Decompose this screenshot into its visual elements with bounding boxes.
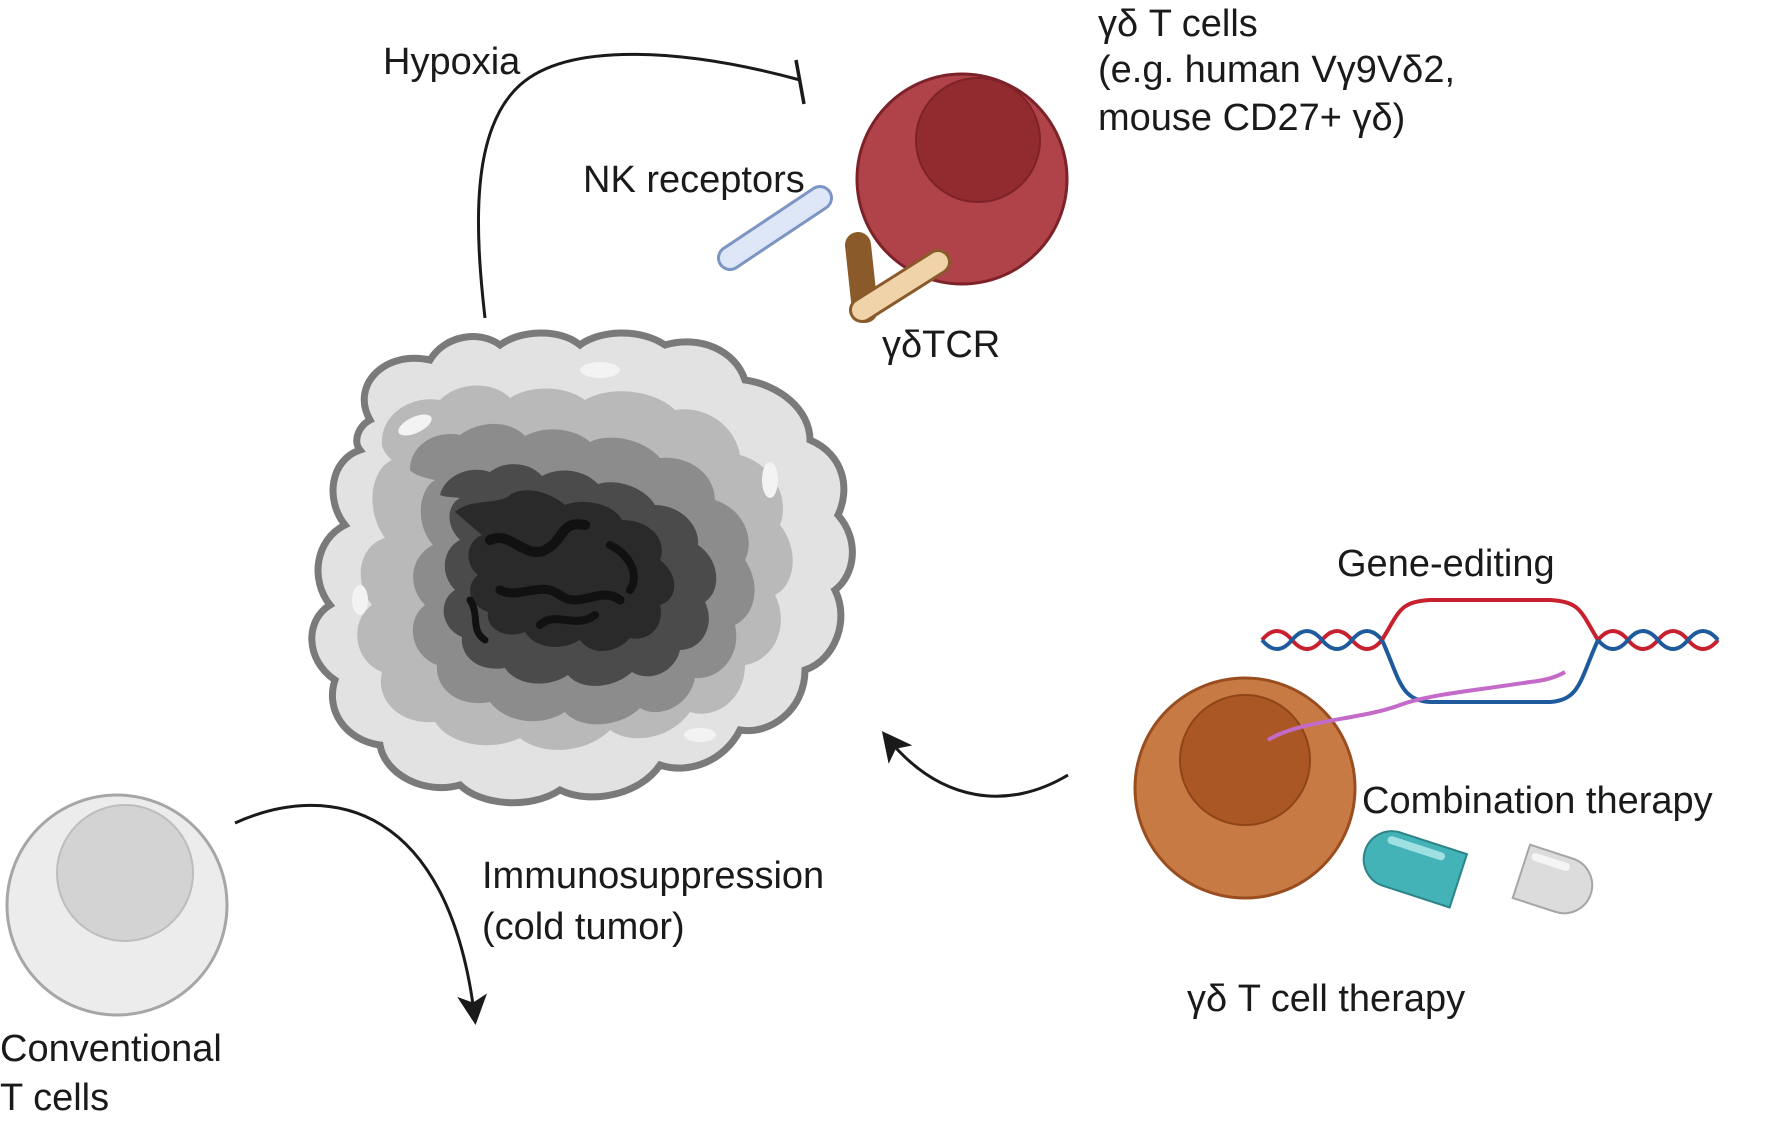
tumor-icon bbox=[308, 329, 856, 807]
gd-t-cells-label: γδ T cells bbox=[1098, 3, 1258, 45]
conventional-line1: Conventional bbox=[0, 1028, 222, 1070]
combination-therapy-label: Combination therapy bbox=[1362, 780, 1713, 822]
hypoxia-inhibition-arrow bbox=[476, 52, 806, 319]
gd-t-cell-icon bbox=[855, 72, 1069, 286]
nk-receptor-icon bbox=[717, 185, 833, 271]
nk-receptors-label: NK receptors bbox=[583, 159, 805, 201]
conventional-t-cell-icon bbox=[5, 793, 229, 1017]
immunosuppression-arrow bbox=[234, 803, 487, 1025]
immunosuppression-line1: Immunosuppression bbox=[482, 855, 825, 897]
therapy-gd-t-cell-icon bbox=[1133, 676, 1357, 900]
gd-example-line1: (e.g. human Vγ9Vδ2, bbox=[1098, 49, 1456, 91]
therapy-to-tumor-arrow bbox=[881, 731, 1069, 798]
gene-editing-label: Gene-editing bbox=[1337, 543, 1555, 585]
capsule-icon bbox=[1362, 830, 1594, 915]
gd-t-cell-therapy-label: γδ T cell therapy bbox=[1187, 978, 1466, 1020]
gd-tcr-label: γδTCR bbox=[882, 324, 1001, 366]
conventional-line2: T cells bbox=[0, 1077, 110, 1119]
immunosuppression-line2: (cold tumor) bbox=[482, 906, 685, 948]
gene-editing-dna-icon bbox=[1260, 598, 1720, 742]
gd-tcr-icon bbox=[845, 232, 951, 323]
gd-example-line2: mouse CD27+ γδ) bbox=[1098, 97, 1406, 139]
hypoxia-label: Hypoxia bbox=[383, 41, 521, 83]
